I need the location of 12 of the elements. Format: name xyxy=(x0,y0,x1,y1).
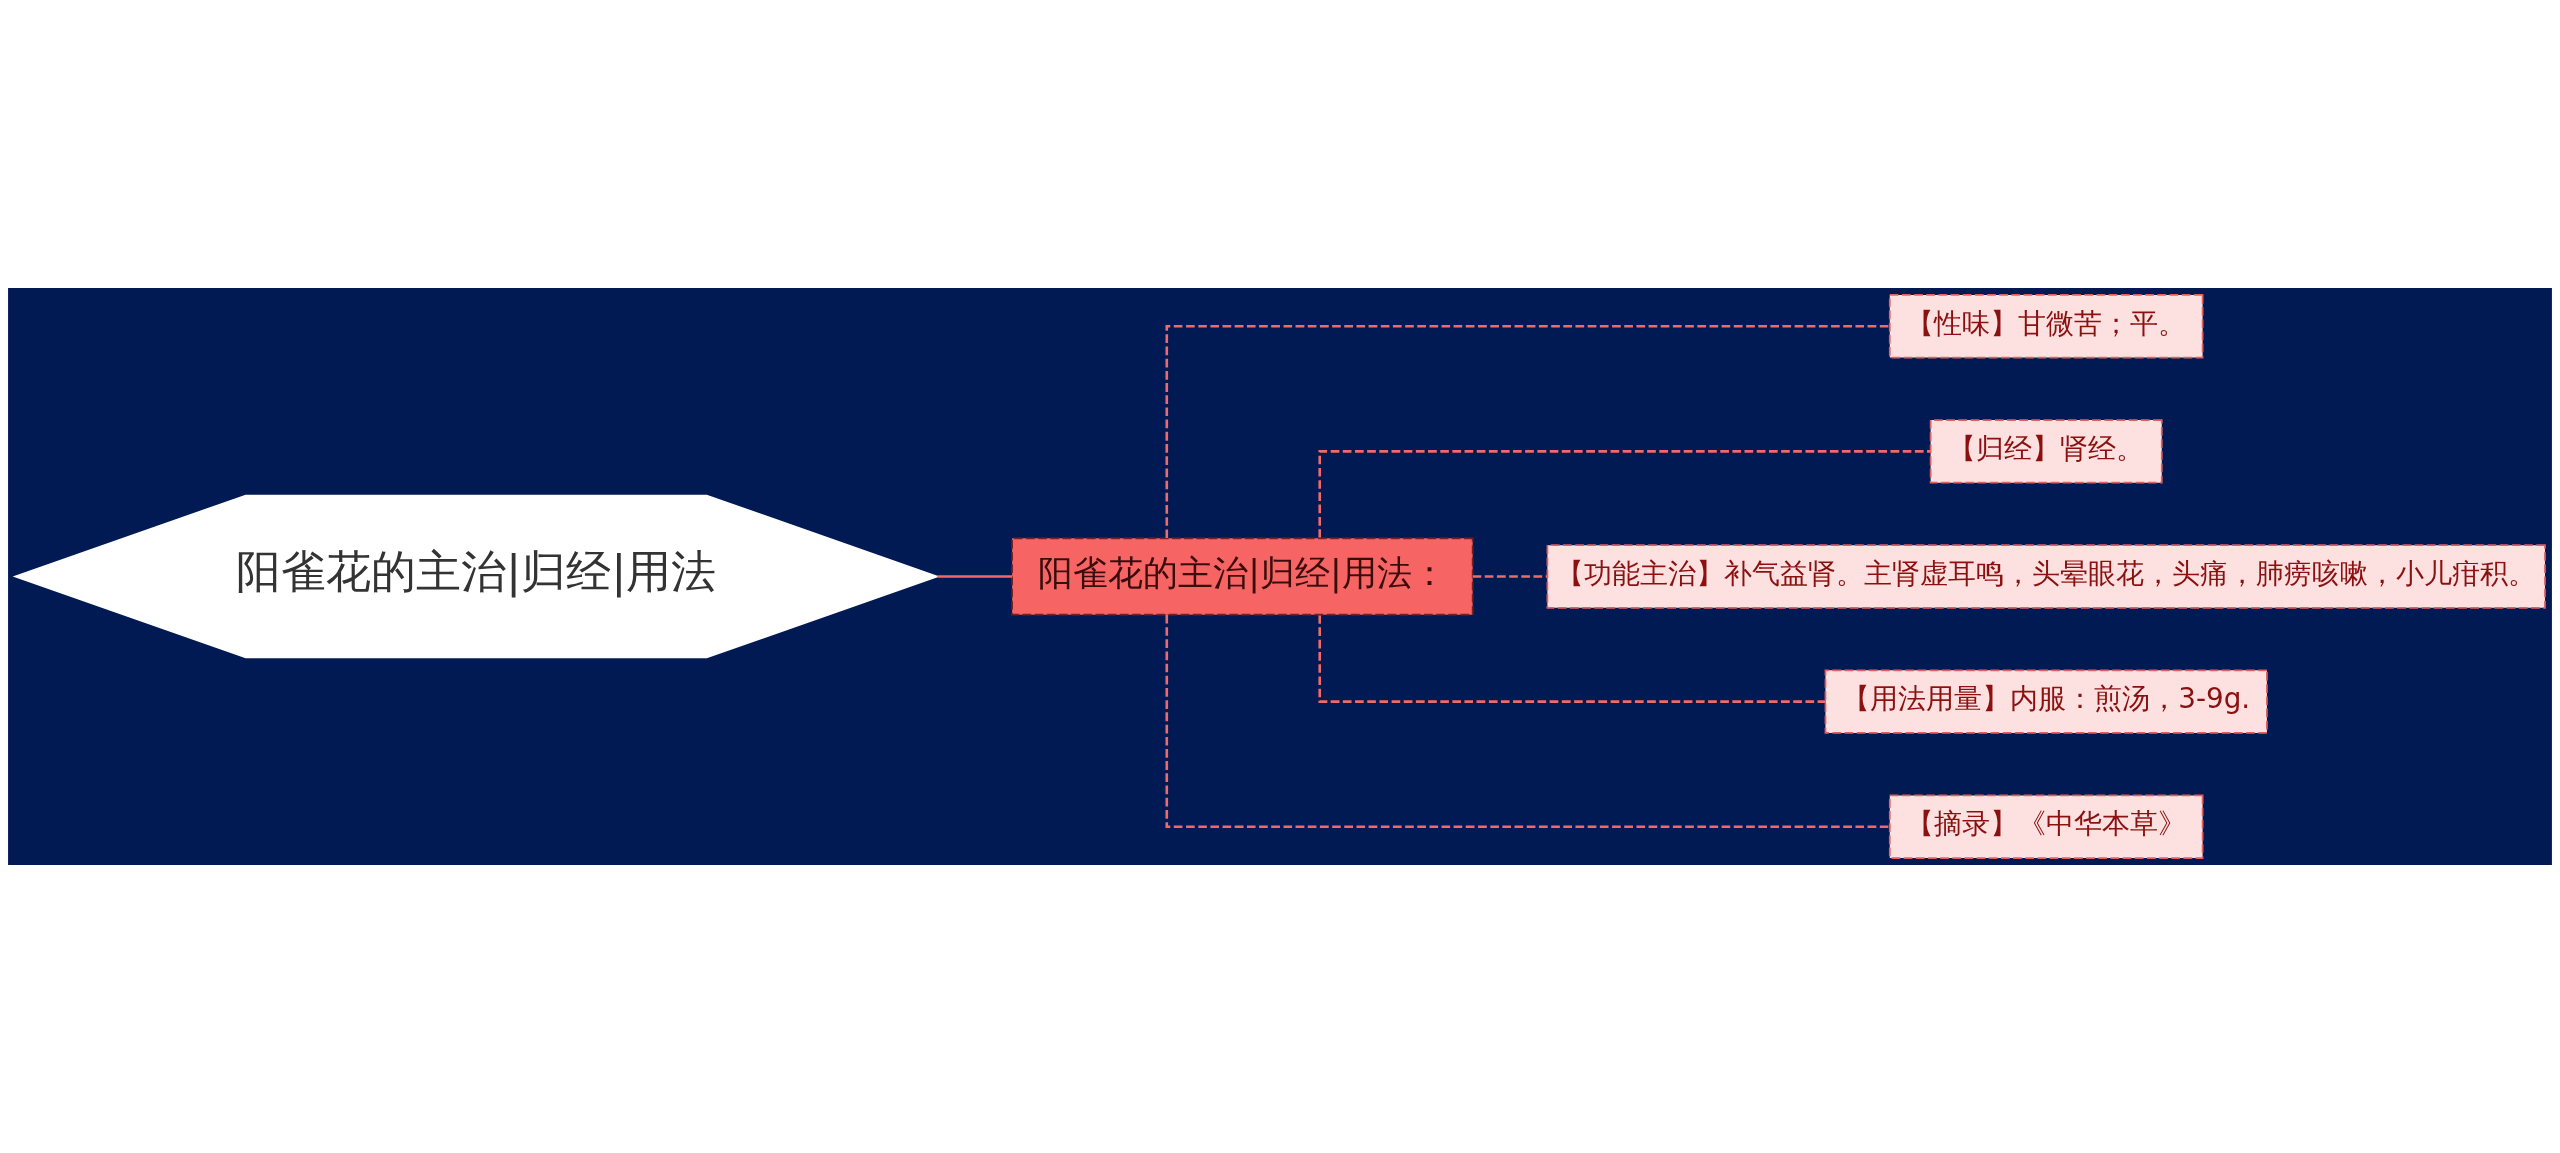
node-box: 【归经】肾经。 xyxy=(1929,419,2163,484)
connector xyxy=(937,575,1012,578)
connector xyxy=(1318,450,1931,538)
node-box: 【功能主治】补气益肾。主肾虚耳鸣，头晕眼花，头痛，肺痨咳嗽，小儿疳积。 xyxy=(1546,544,2546,609)
node-box: 【性味】甘微苦；平。 xyxy=(1888,294,2204,359)
connector xyxy=(1472,575,1547,578)
connector xyxy=(1165,324,1890,538)
node-box: 【用法用量】内服：煎汤，3-9g. xyxy=(1824,669,2268,734)
connector xyxy=(1318,615,1826,703)
node-box: 阳雀花的主治|归经|用法： xyxy=(1011,537,1474,616)
node-box: 【摘录】《中华本草》 xyxy=(1888,794,2204,859)
connector xyxy=(1165,615,1890,829)
